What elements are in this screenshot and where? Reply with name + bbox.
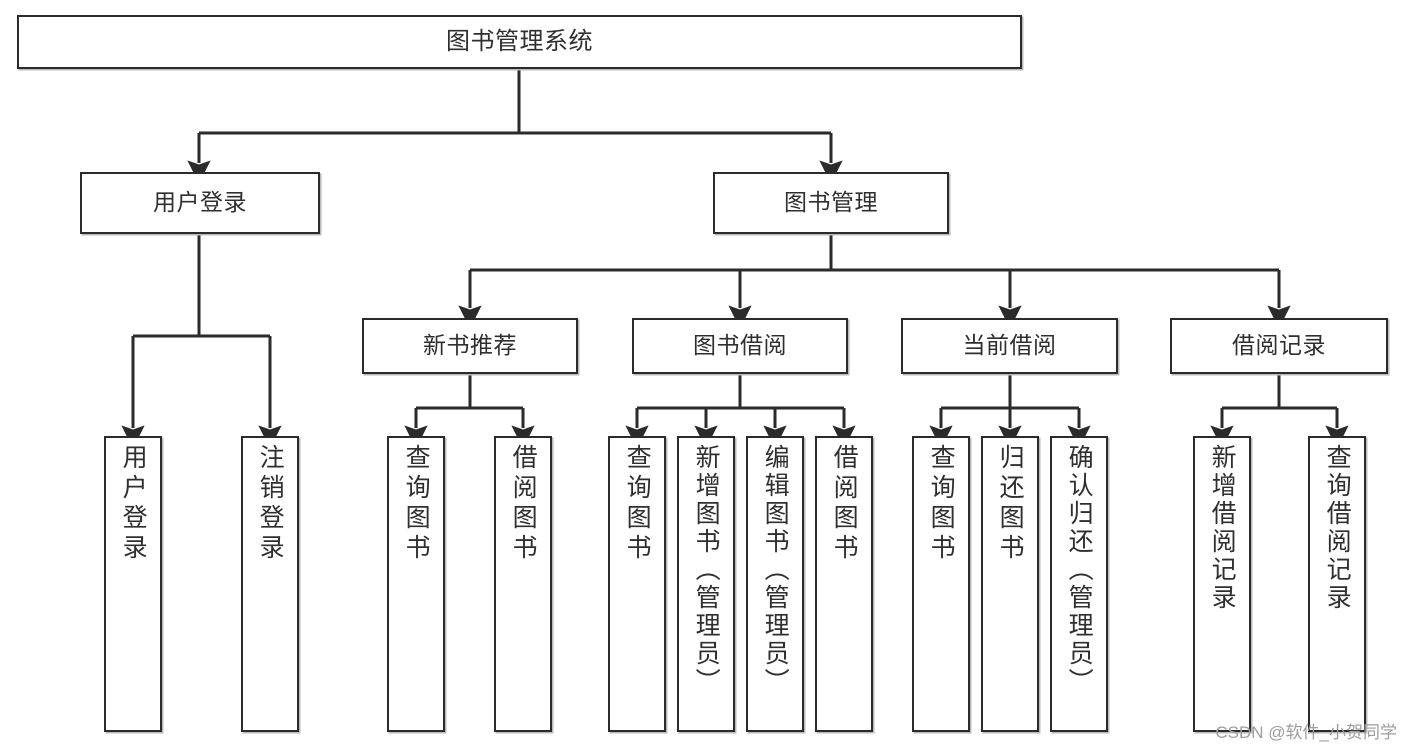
node-label: 确认归还（管理员） [1065, 444, 1094, 696]
edges-booksmgmt-to-level3 [458, 234, 1291, 329]
node-label: 新增图书（管理员） [692, 444, 721, 696]
leaf-borrow-books-newbook[interactable]: 借阅图书 [494, 436, 552, 732]
csdn-watermark: CSDN @软件_小贺同学 [1215, 723, 1397, 742]
node-label: 当前借阅 [962, 332, 1057, 359]
leaf-add-book-admin[interactable]: 新增图书（管理员） [677, 436, 735, 732]
edges-current-to-leaves [929, 374, 1091, 449]
node-book-borrowing[interactable]: 图书借阅 [632, 318, 848, 374]
node-label: 归还图书 [996, 444, 1025, 564]
node-label: 查询图书 [402, 444, 431, 564]
node-label: 查询借阅记录 [1323, 444, 1352, 612]
leaf-confirm-return-admin[interactable]: 确认归还（管理员） [1050, 436, 1108, 732]
leaf-return-books[interactable]: 归还图书 [981, 436, 1039, 732]
node-borrowing-record[interactable]: 借阅记录 [1170, 318, 1388, 374]
node-label: 用户登录 [119, 444, 148, 564]
node-label: 注销登录 [256, 444, 285, 564]
node-label: 新书推荐 [423, 332, 517, 359]
node-label: 用户登录 [153, 189, 247, 216]
node-label: 查询图书 [927, 444, 956, 564]
leaf-query-books-newbook[interactable]: 查询图书 [387, 436, 445, 732]
node-root-book-management-system[interactable]: 图书管理系统 [17, 15, 1022, 69]
leaf-query-borrowing-record[interactable]: 查询借阅记录 [1308, 436, 1366, 732]
node-label: 新增借阅记录 [1208, 444, 1237, 612]
node-book-management[interactable]: 图书管理 [713, 172, 949, 234]
edges-userlogin-to-leaves [121, 234, 282, 449]
node-label: 查询图书 [623, 444, 652, 564]
edges-root-to-level2 [187, 69, 843, 184]
node-label: 编辑图书（管理员） [761, 444, 790, 696]
leaf-add-borrowing-record[interactable]: 新增借阅记录 [1193, 436, 1251, 732]
node-new-book-recommendation[interactable]: 新书推荐 [362, 318, 578, 374]
edges-borrow-to-leaves [625, 374, 856, 449]
node-current-borrowing[interactable]: 当前借阅 [901, 318, 1118, 374]
node-label: 借阅记录 [1232, 332, 1326, 359]
node-label: 借阅图书 [509, 444, 538, 564]
leaf-query-books-borrow[interactable]: 查询图书 [608, 436, 666, 732]
leaf-logout[interactable]: 注销登录 [241, 436, 299, 732]
edges-newbook-to-leaves [404, 374, 535, 449]
node-label: 图书借阅 [693, 332, 787, 359]
node-label: 借阅图书 [830, 444, 859, 564]
leaf-edit-book-admin[interactable]: 编辑图书（管理员） [746, 436, 804, 732]
edges-record-to-leaves [1210, 374, 1349, 449]
node-label: 图书管理 [784, 189, 878, 216]
node-label: 图书管理系统 [446, 27, 593, 55]
leaf-query-books-current[interactable]: 查询图书 [912, 436, 970, 732]
node-user-login[interactable]: 用户登录 [80, 172, 320, 234]
leaf-user-login[interactable]: 用户登录 [104, 436, 162, 732]
leaf-borrow-books-borrow[interactable]: 借阅图书 [815, 436, 873, 732]
